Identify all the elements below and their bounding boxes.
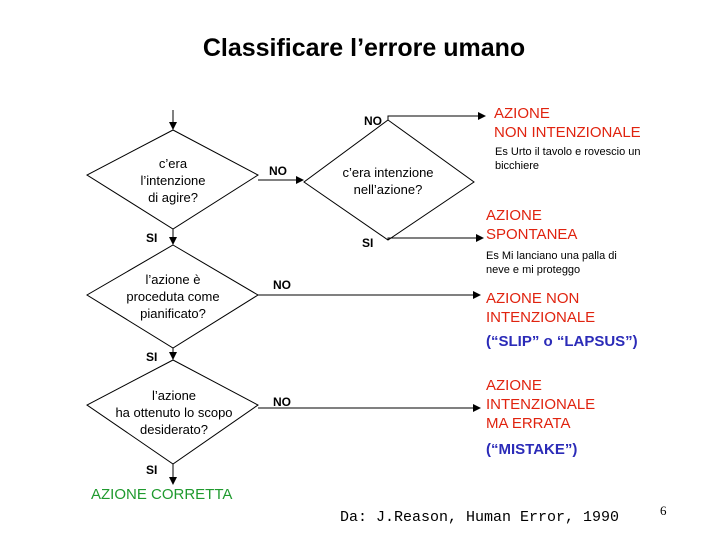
arrow-d2-no [387,112,486,120]
arrow-d2-si [387,234,484,242]
slide-title: Classificare l’errore umano [202,34,526,62]
label-d1-no: NO [269,164,287,178]
final-outcome: AZIONE CORRETTA [91,486,233,503]
label-d1-si: SI [146,231,158,245]
page-number: 6 [660,503,667,518]
label-d2-no: NO [364,114,382,128]
source-citation: Da: J.Reason, Human Error, 1990 [340,509,620,526]
label-d3-no: NO [273,278,291,292]
label-d4-no: NO [273,395,291,409]
label-d4-si: SI [146,463,158,477]
label-d2-si: SI [362,236,374,250]
label-d3-si: SI [146,350,158,364]
outcome-4-type: (“MISTAKE”) [486,441,578,458]
outcome-3-type: (“SLIP” o “LAPSUS”) [486,333,638,350]
